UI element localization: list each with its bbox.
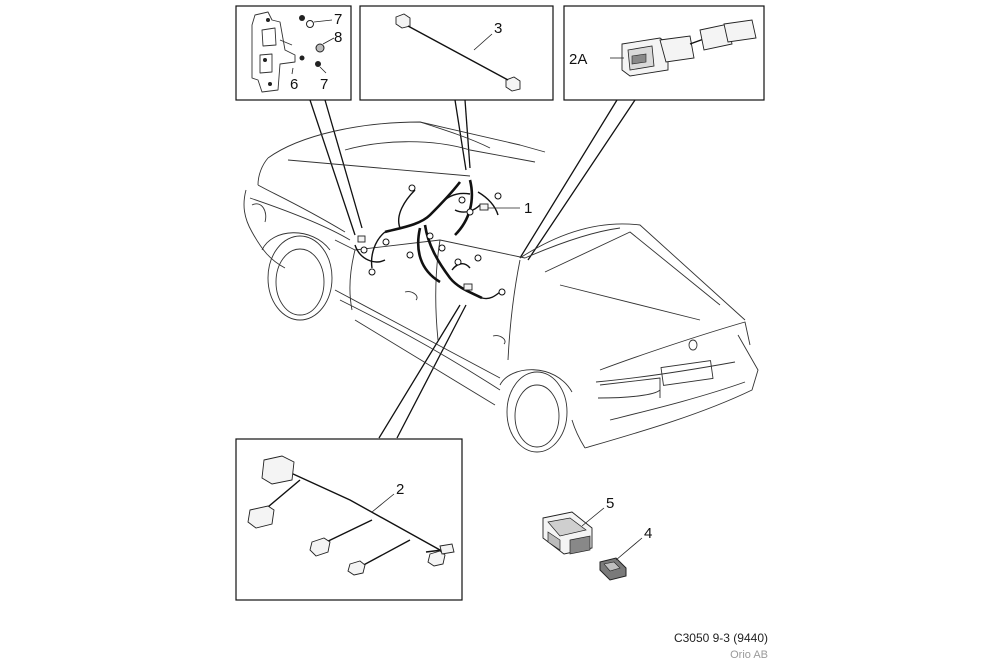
callout-3: 3	[494, 20, 502, 37]
car-outline	[243, 121, 759, 453]
connector-2a-detail-box: 2A	[563, 5, 765, 101]
callout-6: 6	[290, 76, 298, 93]
wiring-harness	[354, 179, 506, 300]
callout-7-bottom: 7	[320, 76, 328, 93]
callout-8: 8	[334, 29, 342, 46]
callout-2a: 2A	[569, 51, 587, 68]
figure-company: Orio AB	[730, 649, 768, 661]
figure-code: C3050 9-3 (9440)	[673, 631, 768, 645]
callout-5: 5	[606, 495, 614, 512]
callout-7-top: 7	[334, 11, 342, 28]
callout-2: 2	[396, 481, 404, 498]
box-leader-lines	[309, 99, 636, 439]
part-4-terminal: 4	[599, 525, 652, 581]
cable-3-detail-box: 3	[359, 5, 554, 101]
bracket-detail-box: 7 8 6 7	[235, 5, 352, 101]
callout-4: 4	[644, 525, 652, 542]
figure-caption: C3050 9-3 (9440) Orio AB	[674, 630, 768, 664]
part-5-connector: 5	[542, 495, 614, 555]
callout-1: 1	[524, 200, 532, 217]
harness-2-detail-box: 2	[235, 438, 463, 601]
